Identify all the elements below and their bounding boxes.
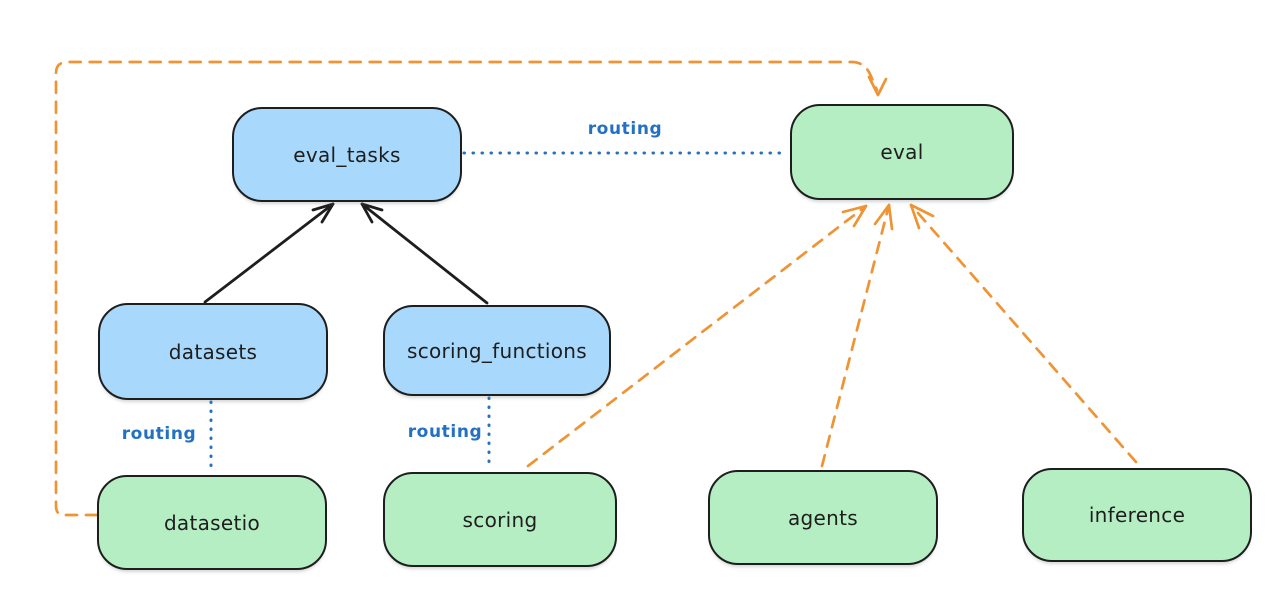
node-label-datasets: datasets <box>168 339 258 364</box>
node-agents: agents <box>708 470 938 565</box>
node-eval: eval <box>790 104 1014 200</box>
edge-label-routing-eval-tasks-eval: routing <box>587 119 663 139</box>
node-scoring: scoring <box>383 472 617 567</box>
node-label-datasetio: datasetio <box>163 510 261 535</box>
node-label-inference: inference <box>1088 503 1186 527</box>
edge-inference-to-eval <box>909 203 1138 464</box>
edge-label-routing-scoring-functions-scoring: routing <box>407 422 483 442</box>
edge-datasetio-to-eval-loop <box>54 60 888 517</box>
node-label-eval: eval <box>880 140 924 164</box>
node-datasetio: datasetio <box>97 475 327 570</box>
edge-label-routing-datasets-datasetio: routing <box>121 424 197 444</box>
node-datasets: datasets <box>98 303 328 400</box>
node-label-agents: agents <box>788 505 858 530</box>
node-label-eval-tasks: eval_tasks <box>293 142 401 167</box>
node-scoring-functions: scoring_functions <box>383 305 611 396</box>
node-label-scoring-functions: scoring_functions <box>406 338 588 363</box>
edge-scoring-to-eval <box>526 204 868 468</box>
node-inference: inference <box>1022 468 1252 562</box>
node-label-scoring: scoring <box>462 507 538 532</box>
node-eval-tasks: eval_tasks <box>232 107 462 202</box>
edge-scoring-functions-to-eval-tasks <box>360 202 489 305</box>
edge-datasets-to-eval-tasks <box>203 202 335 304</box>
edge-agents-to-eval <box>820 203 894 468</box>
